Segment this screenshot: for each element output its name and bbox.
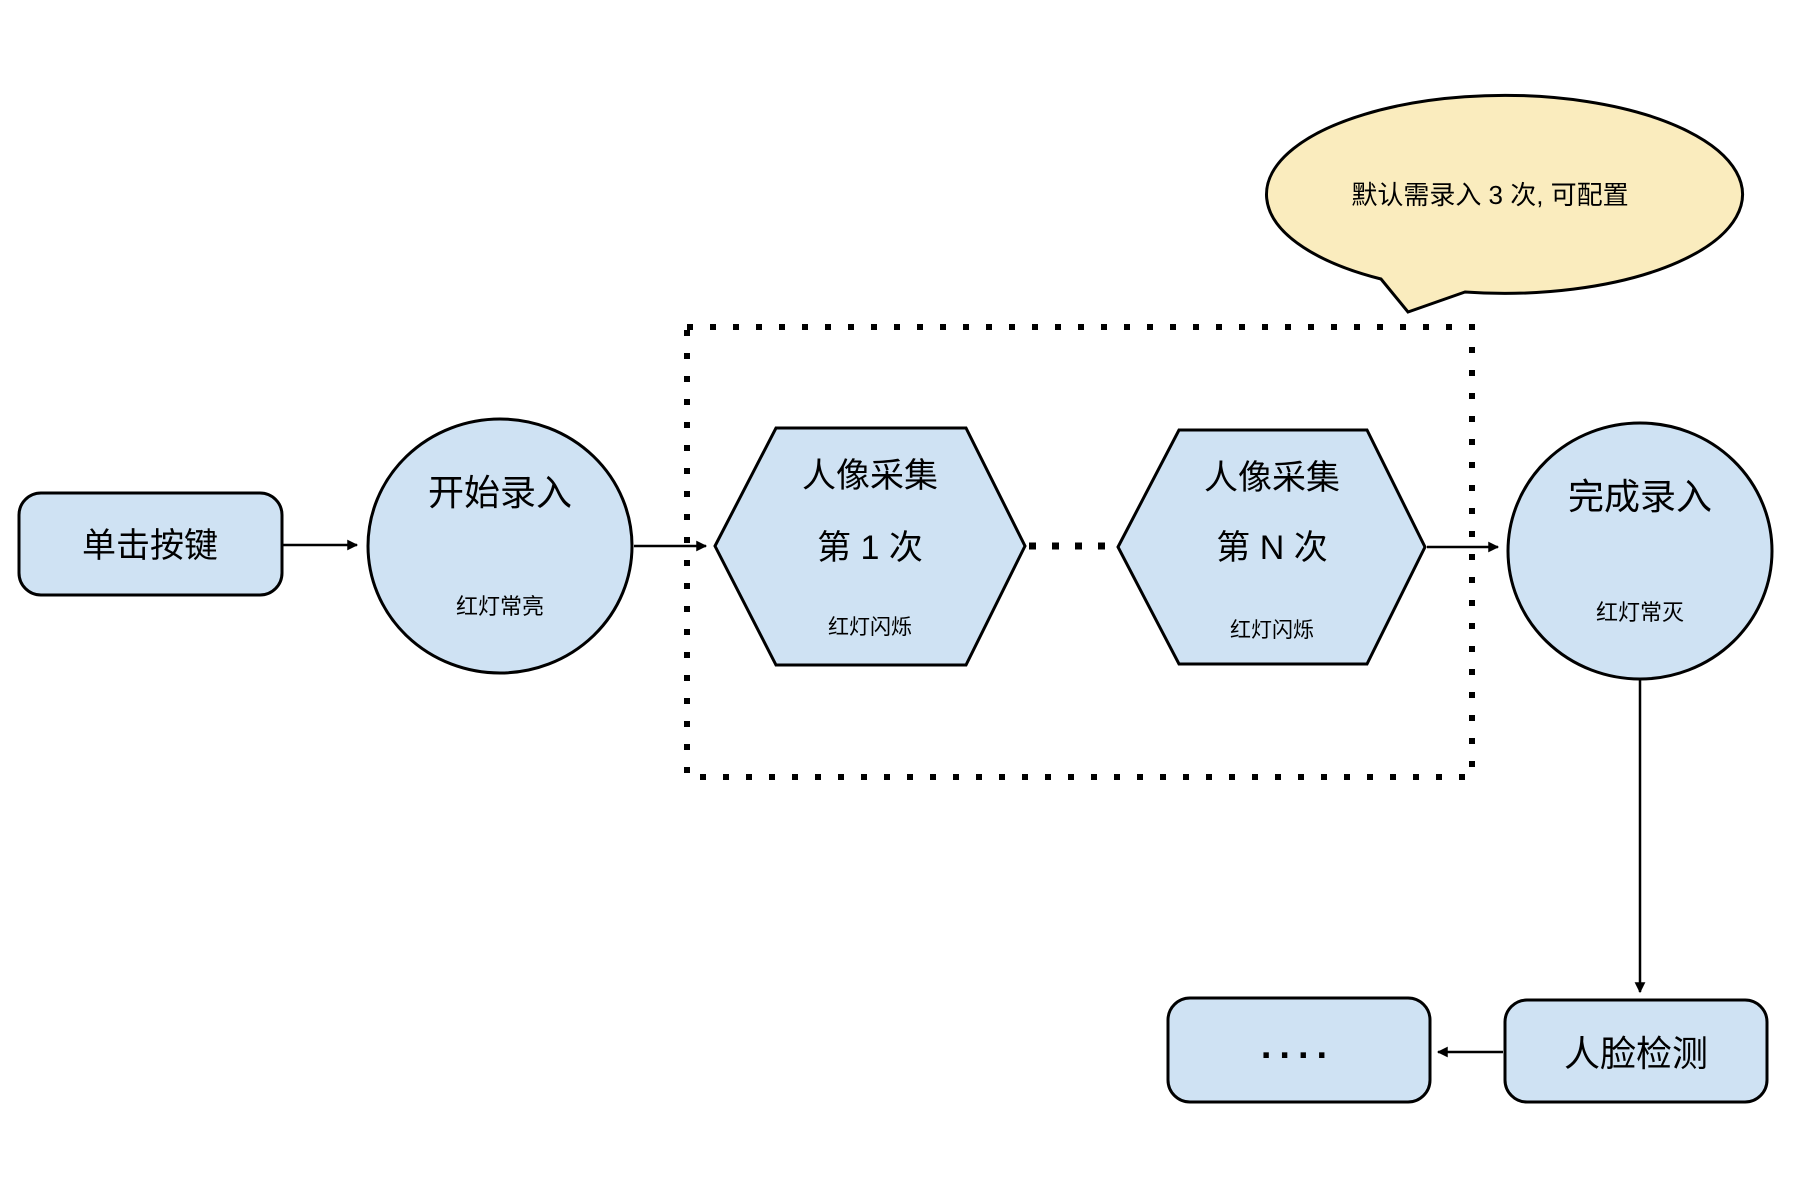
node-capture-nth-status: 红灯闪烁: [1230, 619, 1314, 642]
node-capture-nth-title: 人像采集: [1204, 459, 1340, 497]
node-face-detection-label: 人脸检测: [1564, 1033, 1708, 1074]
node-click-button-shape: [17, 491, 284, 597]
node-face-detection-shape: [1503, 998, 1769, 1104]
node-capture-first-title: 人像采集: [802, 457, 938, 495]
callout-bubble[interactable]: 默认需录入 3 次, 可配置: [1265, 93, 1744, 314]
node-capture-first[interactable]: 人像采集 第 1 次 红灯闪烁: [713, 426, 1027, 667]
node-finish-record-status: 红灯常灭: [1596, 600, 1684, 625]
node-ellipsis-label: ....: [1261, 1025, 1335, 1067]
node-capture-nth-shape: [1116, 428, 1427, 666]
node-click-button[interactable]: 单击按键: [17, 491, 284, 597]
node-capture-first-count: 第 1 次: [817, 529, 923, 567]
node-capture-nth-count: 第 N 次: [1216, 529, 1327, 567]
node-face-detection[interactable]: 人脸检测: [1503, 998, 1769, 1104]
node-start-record-title: 开始录入: [428, 472, 572, 513]
node-finish-record-shape: [1506, 421, 1774, 681]
node-click-button-label: 单击按键: [82, 527, 218, 565]
callout-bubble-shape: [1265, 93, 1744, 314]
node-start-record-status: 红灯常亮: [456, 594, 544, 619]
callout-text: 默认需录入 3 次, 可配置: [1351, 180, 1628, 210]
node-ellipsis[interactable]: ....: [1166, 996, 1432, 1104]
node-capture-first-shape: [713, 426, 1027, 667]
node-start-record-shape: [366, 417, 634, 675]
capture-loop-group-border: [684, 324, 1475, 780]
node-finish-record-title: 完成录入: [1568, 476, 1712, 517]
node-ellipsis-shape: [1166, 996, 1432, 1104]
node-start-record[interactable]: 开始录入 红灯常亮: [366, 417, 634, 675]
node-capture-nth[interactable]: 人像采集 第 N 次 红灯闪烁: [1116, 428, 1427, 666]
node-finish-record[interactable]: 完成录入 红灯常灭: [1506, 421, 1774, 681]
node-capture-first-status: 红灯闪烁: [828, 616, 912, 639]
